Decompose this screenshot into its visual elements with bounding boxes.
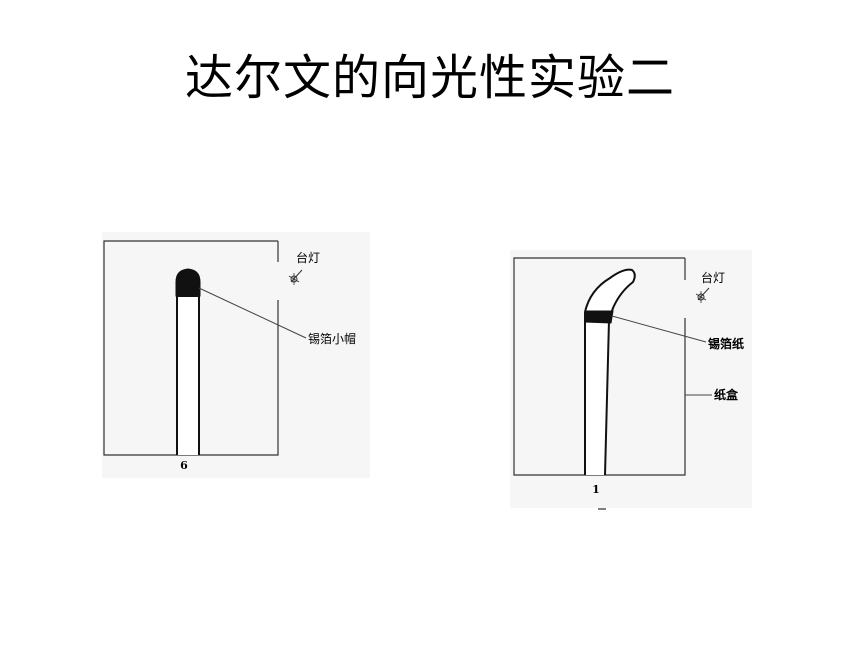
figure-left: 台灯 锡箔小帽 6 — [102, 232, 370, 478]
box-outline — [513, 257, 686, 476]
scan-background — [102, 232, 370, 478]
figure-right: 台灯 锡箔纸 纸盒 1 — [510, 250, 752, 510]
foil-label: 锡箔纸 — [708, 336, 744, 351]
lamp-label: 台灯 — [296, 250, 320, 265]
scan-background — [510, 250, 752, 508]
figure-number: 1 — [592, 483, 600, 496]
figure-number: 6 — [180, 459, 188, 472]
lamp-icon — [288, 269, 303, 285]
lamp-label: 台灯 — [701, 270, 725, 285]
lamp-icon — [695, 287, 710, 303]
cap-pointer-line — [198, 287, 307, 339]
coleoptile-stem — [176, 295, 200, 455]
foil-band — [584, 310, 614, 324]
box-outline — [103, 240, 279, 456]
foil-pointer-line — [611, 315, 707, 343]
cap-label: 锡箔小帽 — [308, 331, 356, 346]
slide-title: 达尔文的向光性实验二 — [184, 50, 675, 106]
foil-cap — [175, 268, 201, 297]
box-label: 纸盒 — [714, 387, 739, 402]
